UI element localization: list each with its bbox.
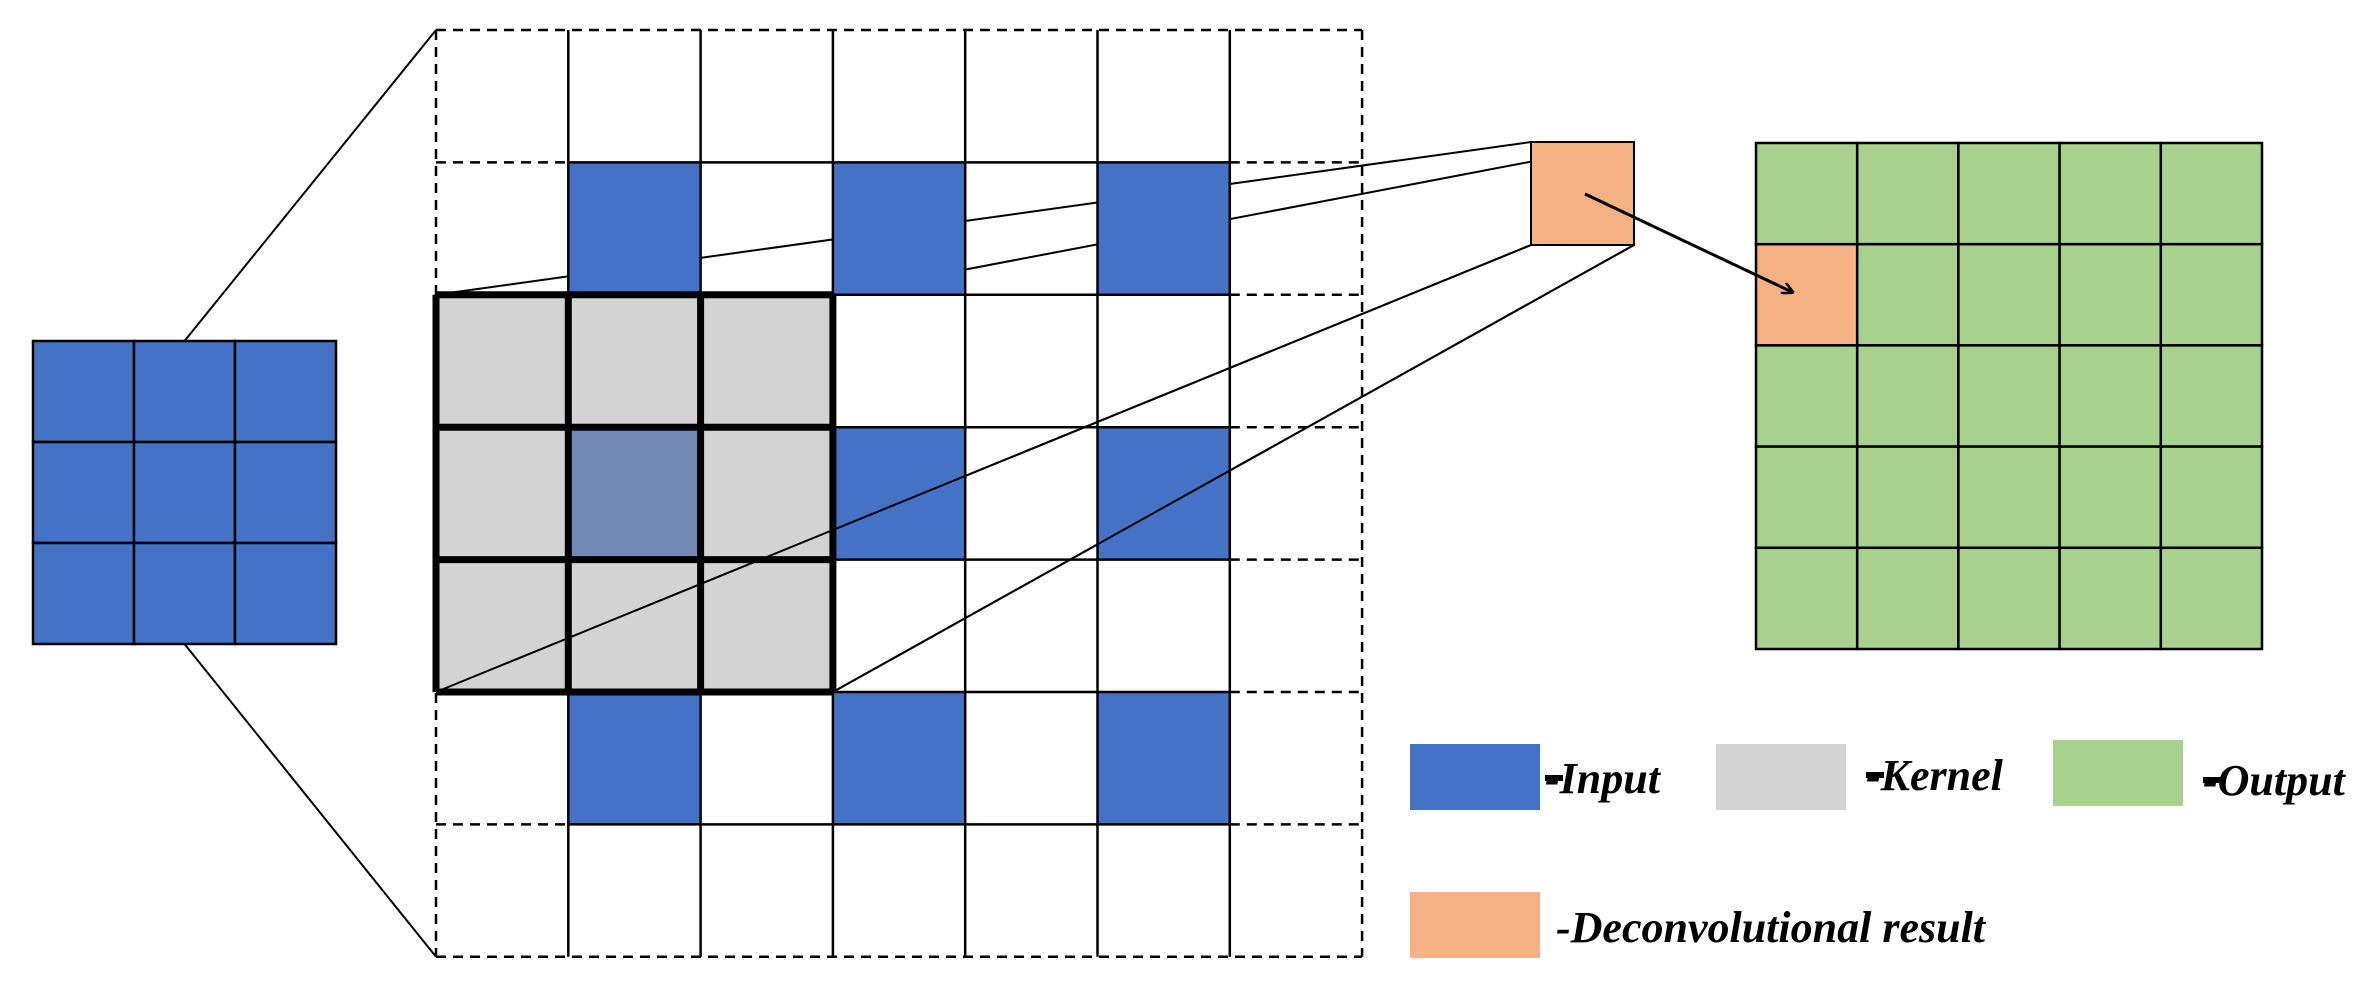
- output-cell: [2159, 344, 2264, 448]
- padded-input-cell: [832, 162, 966, 295]
- padded-input-cell: [1097, 427, 1230, 560]
- input-cell: [132, 339, 237, 444]
- legend-label-kernel: -Kernel: [1866, 751, 2004, 800]
- kernel-window: [432, 244, 1635, 696]
- legend-swatch-deconv: [1410, 892, 1540, 958]
- legend-swatch-input: [1410, 744, 1540, 810]
- kernel-cell: [700, 427, 833, 560]
- kernel-cell: [436, 294, 569, 428]
- output-cell: [1754, 141, 1859, 246]
- legend-dash-input: [1545, 775, 1563, 781]
- output-cell: [1754, 445, 1859, 550]
- output-cell: [2159, 546, 2264, 651]
- output-cell: [2159, 141, 2264, 246]
- kernel-cell: [700, 294, 833, 428]
- legend-dash-kernel: [1866, 772, 1884, 778]
- output-cell: [1754, 546, 1859, 651]
- output-cell: [1957, 141, 2061, 246]
- output-cell: [1855, 546, 1960, 651]
- input-cell: [31, 541, 136, 646]
- legend-label-input: -Input: [1545, 754, 1662, 803]
- projection-line: [183, 29, 437, 342]
- input-cell: [132, 440, 237, 545]
- output-cell: [1855, 242, 1960, 347]
- output-cell: [1957, 445, 2061, 550]
- kernel-cell: [436, 427, 569, 560]
- padded-input-cell: [1097, 162, 1230, 295]
- arrow-line: [1584, 192, 1792, 292]
- projection-line: [832, 244, 1635, 693]
- input-cell: [132, 541, 237, 646]
- output-cell: [2058, 546, 2163, 651]
- input-cell: [233, 541, 338, 646]
- output-cell: [1754, 344, 1859, 448]
- deconv-result-cell: [1530, 141, 1635, 246]
- output-cell: [1855, 141, 1960, 246]
- output-cell: [2058, 445, 2163, 550]
- output-cell: [1855, 445, 1960, 550]
- padded-input-cell: [568, 692, 701, 825]
- legend: -Input -Kernel -Output -Deconvolutional …: [1410, 740, 2347, 958]
- output-feature-map: [1754, 141, 2264, 651]
- input-feature-map: [31, 339, 338, 646]
- result-arrow: [1584, 192, 1792, 292]
- input-cell: [233, 440, 338, 545]
- output-cell: [2159, 445, 2264, 550]
- input-cell: [31, 339, 136, 444]
- legend-label-deconv: -Deconvolutional result: [1556, 903, 1987, 952]
- output-cell: [2058, 141, 2163, 246]
- padded-input-cell: [832, 692, 966, 825]
- output-cell: [1855, 344, 1960, 448]
- output-cell: [2159, 242, 2264, 347]
- padded-input-cell: [832, 427, 966, 560]
- kernel-cell: [700, 559, 833, 692]
- projection-line: [435, 244, 1532, 693]
- output-cell: [1957, 344, 2061, 448]
- result-cell: [1530, 141, 1635, 246]
- output-cell: [2058, 344, 2163, 448]
- output-cell: [2058, 242, 2163, 347]
- output-result-cell: [1754, 242, 1859, 347]
- input-cell: [31, 440, 136, 545]
- legend-dash-output: [2203, 777, 2221, 783]
- legend-swatch-kernel: [1716, 744, 1846, 810]
- input-cell: [233, 339, 338, 444]
- padded-input-cell: [1097, 692, 1230, 825]
- padded-input-cell: [568, 162, 701, 295]
- legend-swatch-output: [2053, 740, 2183, 806]
- kernel-cell: [568, 559, 701, 692]
- output-cell: [1957, 546, 2061, 651]
- kernel-overlap-cell: [568, 427, 701, 560]
- kernel-cell: [436, 559, 569, 692]
- legend-label-output: -Output: [2203, 756, 2347, 805]
- kernel-cell: [568, 294, 701, 428]
- projection-line: [183, 643, 437, 958]
- output-cell: [1957, 242, 2061, 347]
